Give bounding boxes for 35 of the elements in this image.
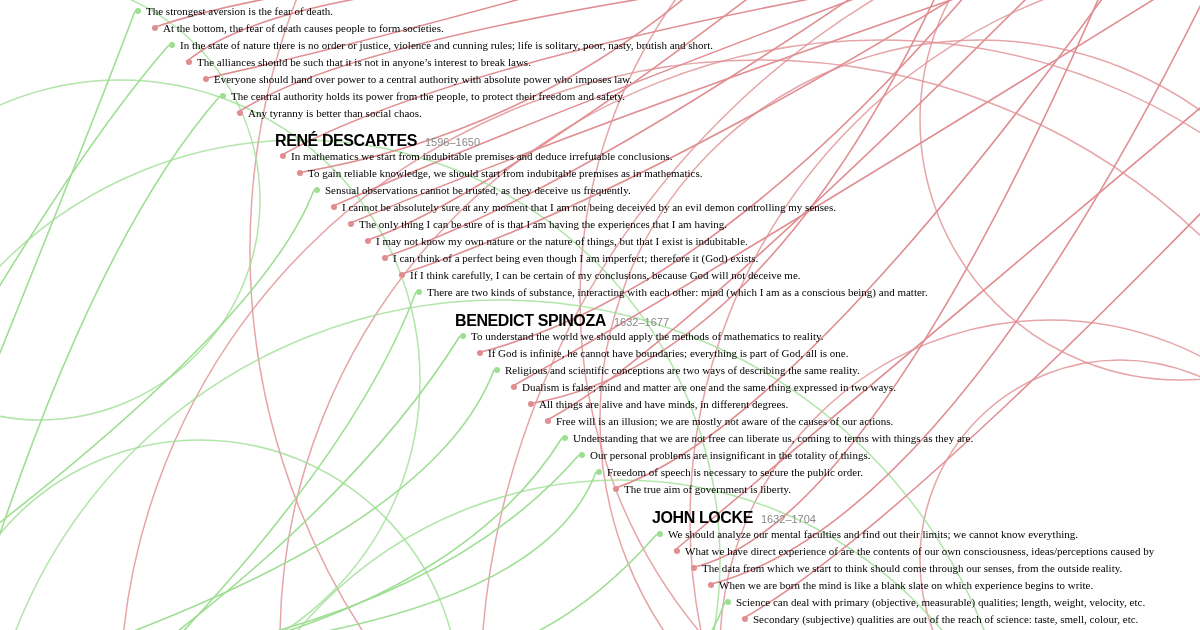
statement-text: Sensual observations cannot be trusted, as they deceive us frequently. xyxy=(325,184,631,196)
statement-text: Secondary (subjective) qualities are out of the reach of science: taste, smell, colour, etc. xyxy=(753,613,1139,625)
statement-text: Dualism is false; mind and matter are one and the same thing expressed in two ways. xyxy=(522,381,896,393)
statement-text: To understand the world we should apply the methods of mathematics to reality. xyxy=(471,330,824,342)
statement-text: Any tyranny is better than social chaos. xyxy=(248,107,422,119)
philosopher-name: RENÉ DESCARTES xyxy=(275,130,417,151)
statement-text: The strongest aversion is the fear of death. xyxy=(146,5,333,17)
statement-text: If God is infinite, he cannot have boundaries; everything is part of God, all is one. xyxy=(488,347,849,359)
statement-text: The true aim of government is liberty. xyxy=(624,483,791,495)
statement-text: The central authority holds its power from the people, to protect their freedom and safety. xyxy=(231,90,625,102)
statement-text: Free will is an illusion; we are mostly not aware of the causes of our actions. xyxy=(556,415,894,427)
statement-text: There are two kinds of substance, interacting with each other: mind (which I am as a conscious being) and matter. xyxy=(427,286,928,298)
philosopher-name: JOHN LOCKE xyxy=(652,508,753,528)
statement-text: Everyone should hand over power to a central authority with absolute power who imposes law. xyxy=(214,73,633,85)
statement-text: Science can deal with primary (objective, measurable) qualities; length, weight, velocity, etc. xyxy=(736,596,1146,608)
statement-text: I cannot be absolutely sure at any moment that I am not being deceived by an evil demon controlling my senses. xyxy=(342,201,836,213)
statement-text: In mathematics we start from indubitable premises and deduce irrefutable conclusions. xyxy=(291,150,673,162)
statement-text: Understanding that we are not free can liberate us, coming to terms with things as they are. xyxy=(573,432,974,444)
statement-text: If I think carefully, I can be certain of my conclusions, because God will not deceive me. xyxy=(410,269,801,281)
statement-text: Religious and scientific conceptions are two ways of describing the same reality. xyxy=(505,364,860,376)
statement-text: I can think of a perfect being even though I am imperfect; therefore it (God) exists. xyxy=(393,252,759,264)
statement-text: All things are alive and have minds, in different degrees. xyxy=(539,398,789,410)
philosopher-name: BENEDICT SPINOZA xyxy=(455,311,606,331)
statement-text: At the bottom, the fear of death causes people to form societies. xyxy=(163,22,444,34)
statement-text: When we are born the mind is like a blank slate on which experience begins to write. xyxy=(719,579,1094,591)
statement-text: Our personal problems are insignificant in the totality of things. xyxy=(590,449,871,461)
statement-text: To gain reliable knowledge, we should start from indubitable premises as in mathematics. xyxy=(308,167,703,179)
statement-text: We should analyze our mental faculties and find out their limits; we cannot know everything. xyxy=(668,528,1078,540)
statement-text: In the state of nature there is no order or justice, violence and cunning rules; life is solitary, poor, nasty, brutish and short. xyxy=(180,39,714,51)
statement-text: The data from which we start to think should come through our senses, from the outside reality. xyxy=(702,562,1123,574)
statement-text: Freedom of speech is necessary to secure the public order. xyxy=(607,466,863,478)
statement-text: What we have direct experience of are the contents of our own consciousness, ideas/perceptions caused by xyxy=(685,545,1155,557)
statement-text: The only thing I can be sure of is that I am having the experiences that I am having. xyxy=(359,218,728,230)
statement-text: I may not know my own nature or the nature of things, but that I exist is indubitable. xyxy=(376,235,748,247)
statement-text: The alliances should be such that it is not in anyone’s interest to break laws. xyxy=(197,56,531,68)
